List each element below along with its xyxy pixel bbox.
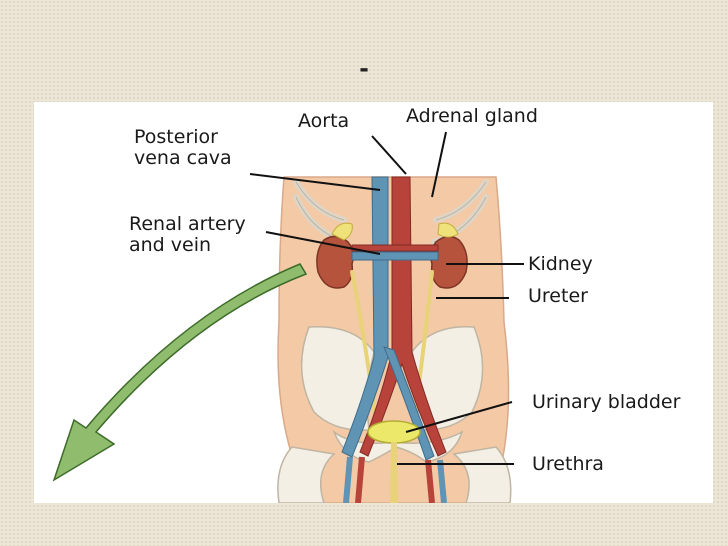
renal-vessels [351, 244, 439, 261]
aorta-vessel [359, 176, 447, 457]
label-posterior-vena-cava-line2: vena cava [134, 147, 232, 169]
label-urinary-bladder: Urinary bladder [532, 391, 681, 413]
label-renal-line2: and vein [129, 234, 212, 256]
label-posterior-vena-cava-line1: Posterior [134, 126, 218, 148]
bladder-shape [367, 420, 421, 444]
urethra-shape [390, 442, 398, 503]
kidneys [316, 235, 468, 289]
urinary-system-diagram: Posterior vena cava Aorta Adrenal gland … [34, 102, 713, 503]
label-renal-artery-and-vein: Renal artery and vein [129, 214, 246, 256]
leg-vessels [343, 456, 447, 503]
label-kidney: Kidney [528, 253, 593, 275]
label-ureter: Ureter [528, 285, 588, 307]
slide-title: - [359, 52, 369, 83]
label-aorta: Aorta [298, 110, 350, 132]
label-adrenal-gland: Adrenal gland [406, 105, 538, 127]
label-posterior-vena-cava: Posterior vena cava [134, 127, 232, 169]
leader-lines [249, 131, 524, 465]
green-arrow-icon [52, 263, 308, 482]
anatomy-illustration [52, 131, 524, 503]
label-renal-line1: Renal artery [129, 213, 246, 235]
adrenal-glands [331, 222, 459, 241]
label-urethra: Urethra [532, 453, 604, 475]
